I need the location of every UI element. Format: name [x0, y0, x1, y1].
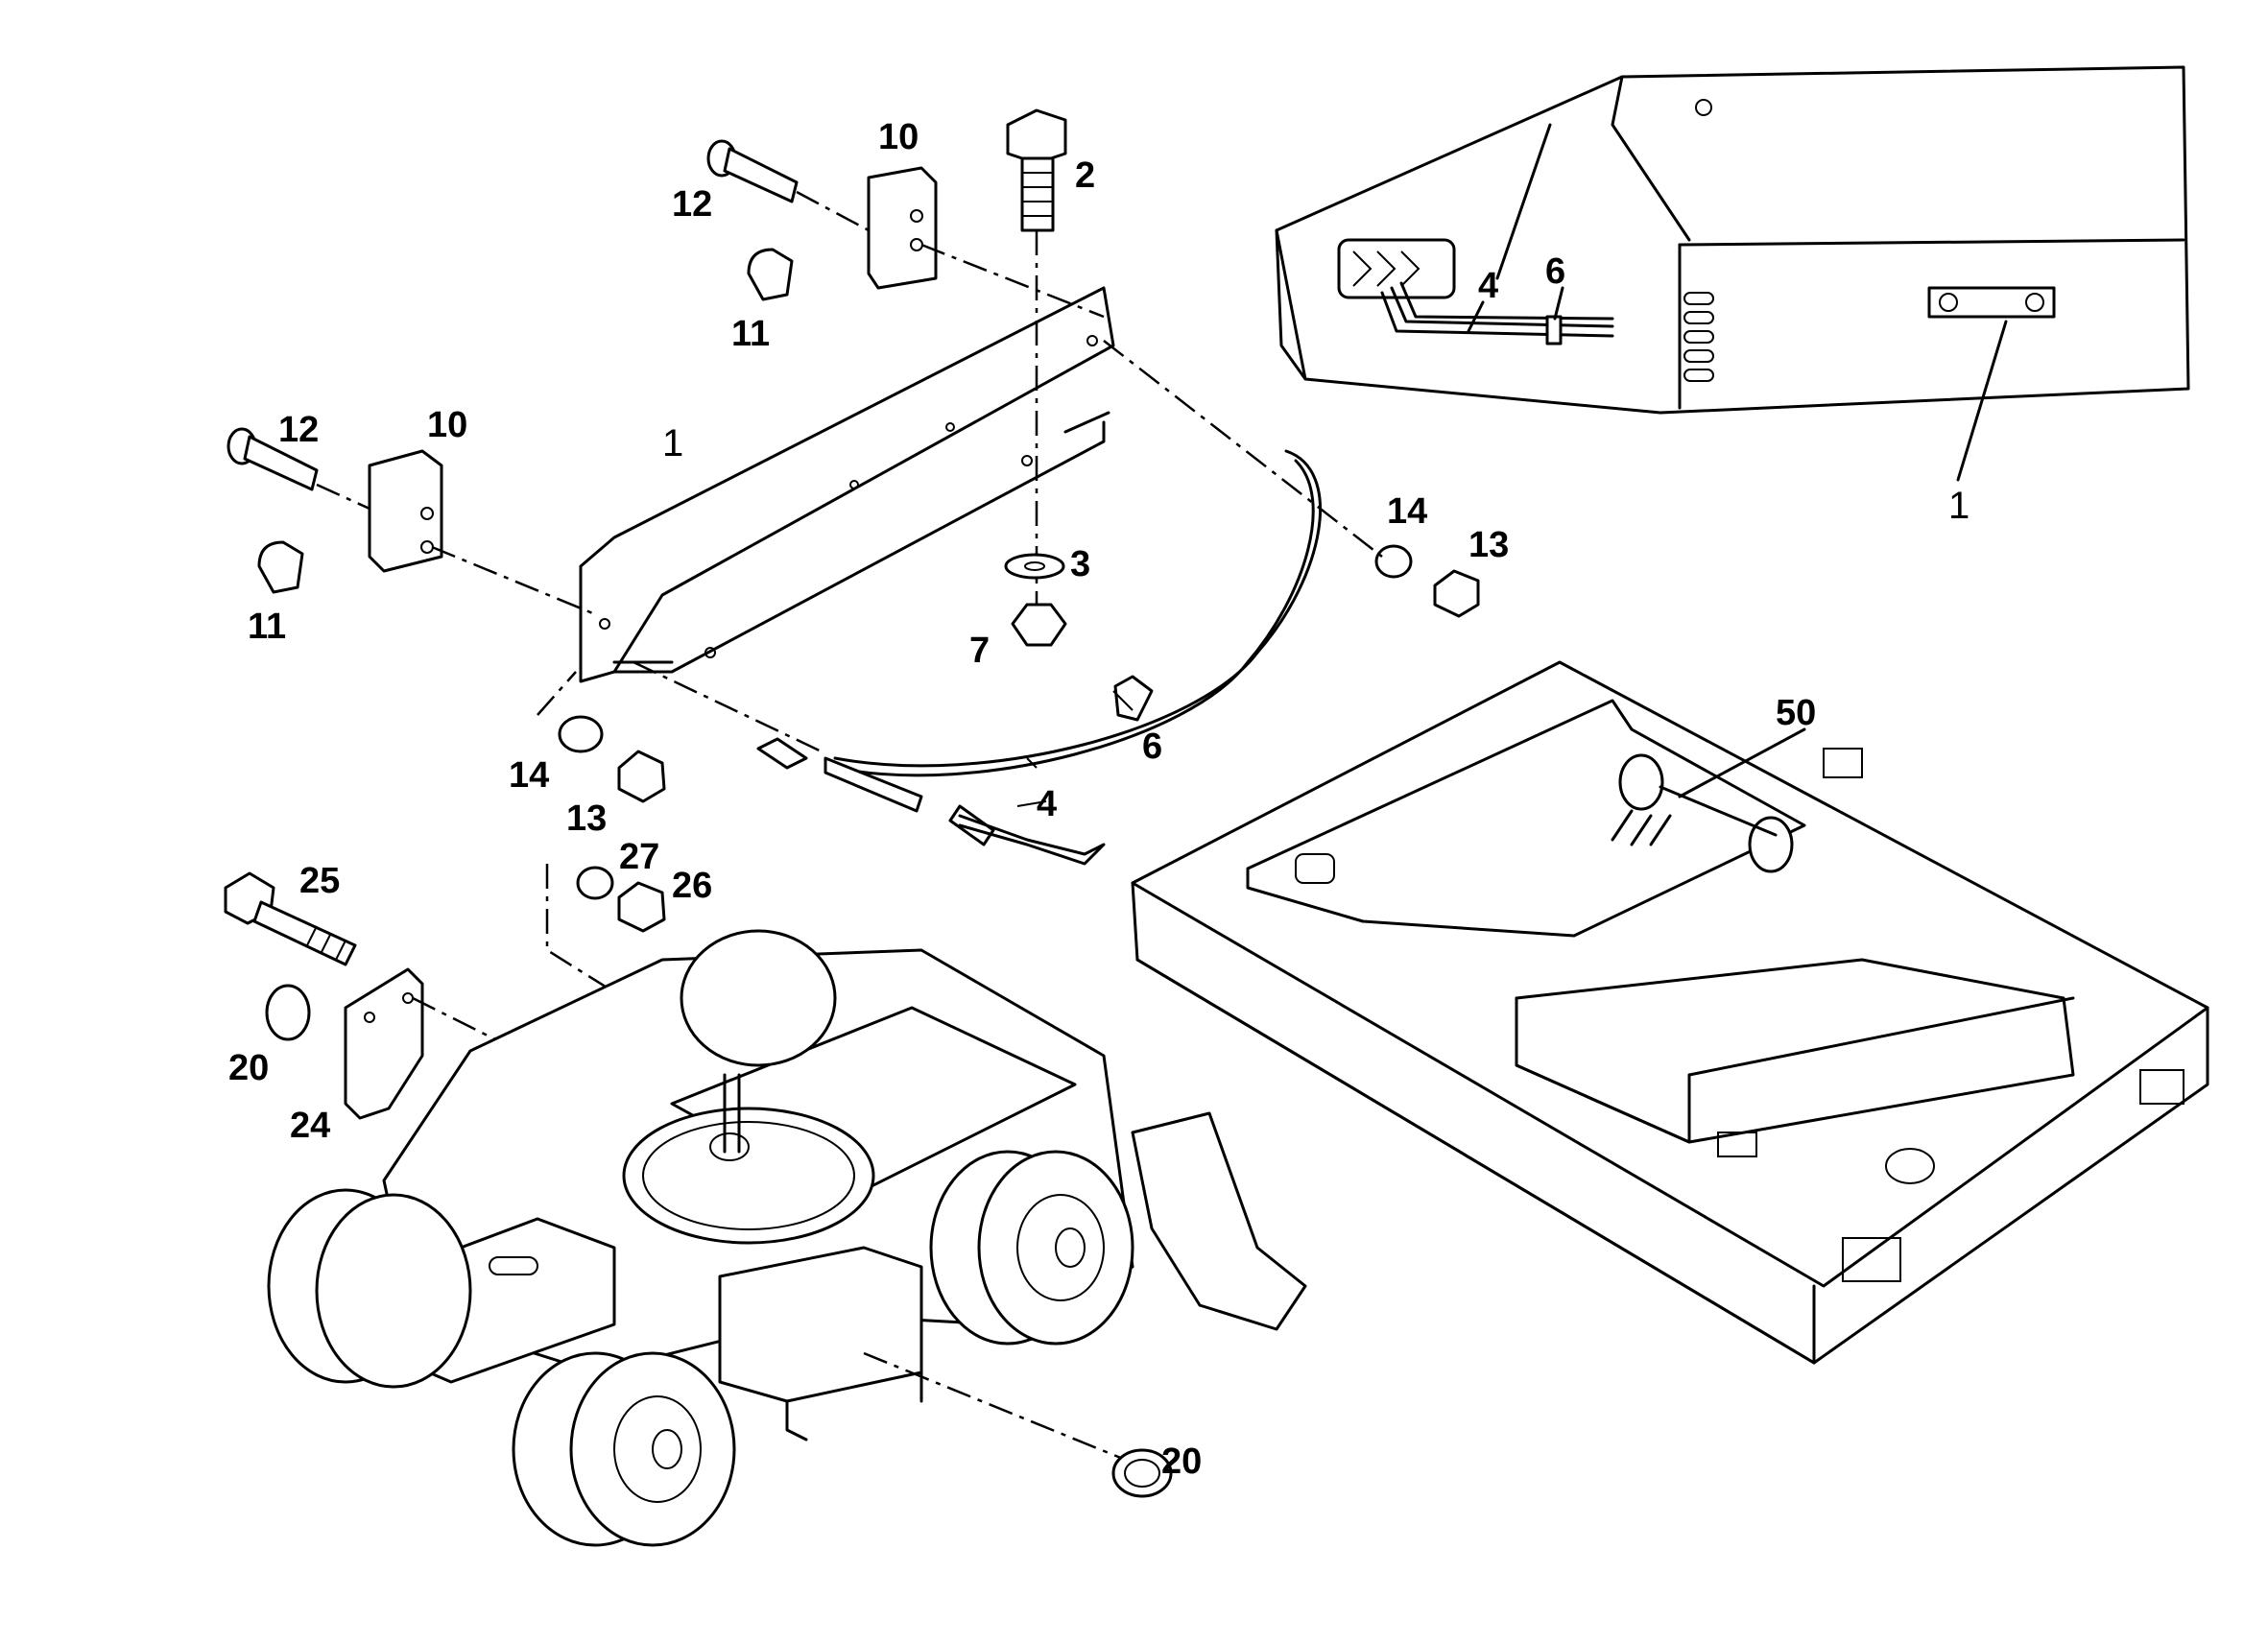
callout-4-inset: 4	[1478, 266, 1498, 306]
callout-27: 27	[619, 837, 659, 877]
nut-part-13-right	[1433, 569, 1480, 618]
callout-6-main: 6	[1142, 727, 1162, 767]
trailer-chassis	[382, 948, 1307, 1461]
callout-1-inset: 1	[1948, 485, 1970, 527]
plug-part-20-lower	[1111, 1448, 1173, 1498]
callout-10-lower: 10	[427, 405, 467, 445]
vehicle-rear-inset	[1275, 65, 2190, 482]
callout-7: 7	[969, 631, 990, 671]
wheel-rear-right	[929, 1150, 1134, 1346]
callout-12-lower: 12	[278, 410, 319, 450]
callout-10-upper: 10	[878, 117, 919, 157]
plug-part-20-upper	[265, 984, 311, 1041]
callout-4-a: 4	[1037, 784, 1057, 824]
callout-20-lower: 20	[1161, 1441, 1202, 1482]
callout-13-right: 13	[1468, 525, 1509, 565]
wheel-front-left	[267, 1188, 472, 1389]
plate-part-24	[344, 967, 424, 1120]
callout-13-left: 13	[566, 798, 607, 839]
wheel-rear-left	[512, 1351, 736, 1547]
callout-26: 26	[672, 866, 712, 906]
callout-3: 3	[1070, 544, 1090, 584]
callout-14-left: 14	[509, 755, 549, 796]
callout-1-main: 1	[662, 422, 683, 465]
callout-50: 50	[1776, 693, 1816, 733]
lamp-part-10-upper	[867, 166, 1105, 319]
nut-part-26	[617, 881, 666, 933]
callout-14-right: 14	[1387, 491, 1427, 532]
screw-part-12-lower	[227, 427, 370, 511]
washer-part-14-right	[1374, 544, 1413, 579]
bolt-part-25	[224, 871, 357, 966]
bulb-part-11-upper	[747, 248, 794, 301]
bolt-part-2	[1006, 108, 1067, 605]
callout-20-upper: 20	[228, 1048, 269, 1088]
bulb-part-11-lower	[257, 540, 304, 594]
callout-12-upper: 12	[672, 184, 712, 225]
nut-part-7	[1011, 603, 1067, 647]
washer-part-27	[576, 866, 614, 900]
screw-part-12-upper	[706, 139, 870, 232]
callout-2: 2	[1075, 155, 1095, 196]
washer-part-3	[1004, 553, 1065, 580]
wheel-front-right	[680, 929, 837, 1067]
callout-11-lower: 11	[248, 607, 286, 647]
bracket-part-1	[579, 286, 1115, 683]
callout-6-inset: 6	[1545, 251, 1565, 292]
washer-part-14-left	[558, 715, 604, 753]
lamp-part-10-lower	[368, 449, 596, 616]
callout-11-upper: 11	[731, 314, 770, 354]
cable-harness-part-4	[633, 449, 1323, 866]
callout-24: 24	[290, 1106, 330, 1146]
nut-part-13-left	[617, 750, 666, 803]
callout-25: 25	[299, 861, 340, 901]
trailer-deck	[1131, 660, 2209, 1365]
